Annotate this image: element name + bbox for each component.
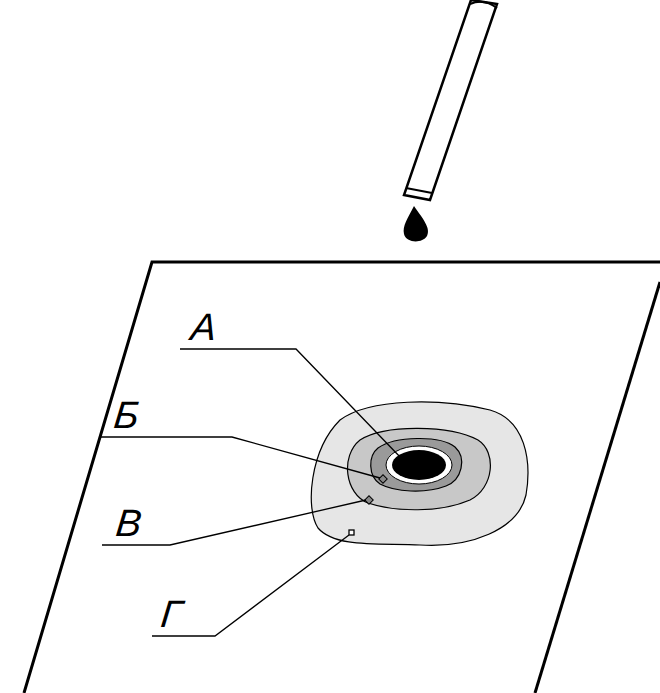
point (349, 530, 354, 535)
callout-letter: Г (159, 595, 184, 633)
point (379, 475, 387, 483)
outer-zone (311, 402, 528, 545)
callout-letter: А (189, 308, 218, 346)
white-ring (386, 446, 452, 484)
drop (404, 206, 428, 241)
callout-letter: В (114, 504, 143, 542)
sheet-edge (24, 262, 660, 693)
center-spot (392, 450, 446, 480)
leader-lines (100, 349, 402, 636)
sheet-edge (535, 282, 660, 693)
middle-zone (348, 428, 491, 509)
pipette (404, 0, 497, 200)
callout-letter: Б (112, 396, 141, 434)
inner-zone (371, 438, 462, 491)
point (365, 496, 373, 504)
